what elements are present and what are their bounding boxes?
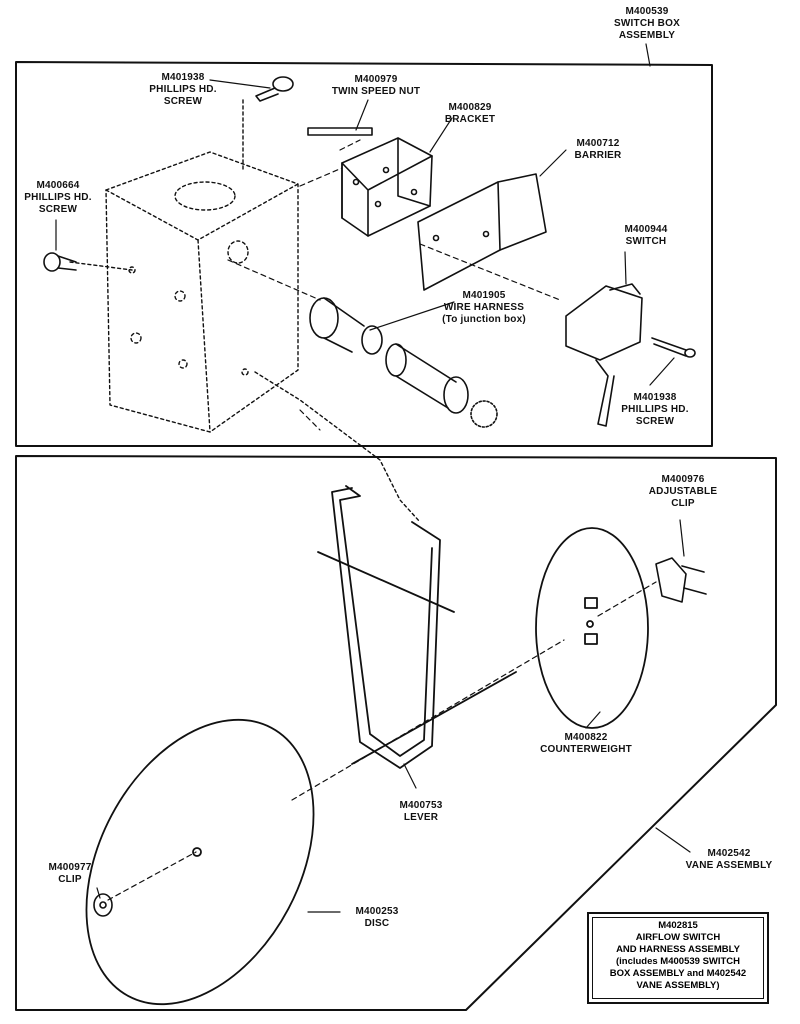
label-vane-assembly: M402542 VANE ASSEMBLY [685, 848, 773, 871]
label-counterweight: M400822 COUNTERWEIGHT [540, 732, 632, 755]
label-phillips-screw-top: M401938 PHILLIPS HD. SCREW [149, 72, 217, 107]
twin-speed-nut-part [307, 127, 373, 136]
counterweight-part [535, 527, 649, 729]
label-wire-harness: M401905 WIRE HARNESS (To junction box) [442, 290, 526, 325]
label-switch: M400944 SWITCH [624, 224, 668, 247]
phillips-screw-left-part [43, 252, 77, 272]
label-disc: M400253 DISC [355, 906, 399, 929]
switch-box-housing [69, 99, 421, 523]
legend-text: M402815 AIRFLOW SWITCH AND HARNESS ASSEM… [609, 920, 747, 991]
vane-assembly-outline [15, 455, 777, 1011]
label-barrier: M400712 BARRIER [574, 138, 622, 161]
clip-part [93, 893, 113, 917]
wire-harness-part [309, 297, 498, 428]
disc-part [85, 718, 315, 1006]
label-switch-box-assembly: M400539 SWITCH BOX ASSEMBLY [614, 6, 680, 41]
label-adjustable-clip: M400976 ADJUSTABLE CLIP [648, 474, 718, 509]
phillips-screw-right-part [651, 337, 696, 358]
switch-part [565, 283, 643, 427]
barrier-part [417, 173, 547, 291]
label-clip: M400977 CLIP [48, 862, 92, 885]
label-bracket: M400829 BRACKET [444, 102, 496, 125]
label-phillips-screw-left: M400664 PHILLIPS HD. SCREW [24, 180, 92, 215]
legend-inner-border [592, 917, 764, 999]
label-twin-speed-nut: M400979 TWIN SPEED NUT [331, 74, 421, 97]
assembly-legend-box: M402815 AIRFLOW SWITCH AND HARNESS ASSEM… [587, 912, 769, 1004]
label-phillips-screw-right: M401938 PHILLIPS HD. SCREW [621, 392, 689, 427]
label-lever: M400753 LEVER [399, 800, 443, 823]
bracket-part [341, 137, 433, 237]
adjustable-clip-part [655, 557, 707, 603]
phillips-screw-top-part [255, 76, 294, 102]
lever-part [317, 485, 517, 769]
switch-box-assembly-outline [15, 61, 713, 447]
